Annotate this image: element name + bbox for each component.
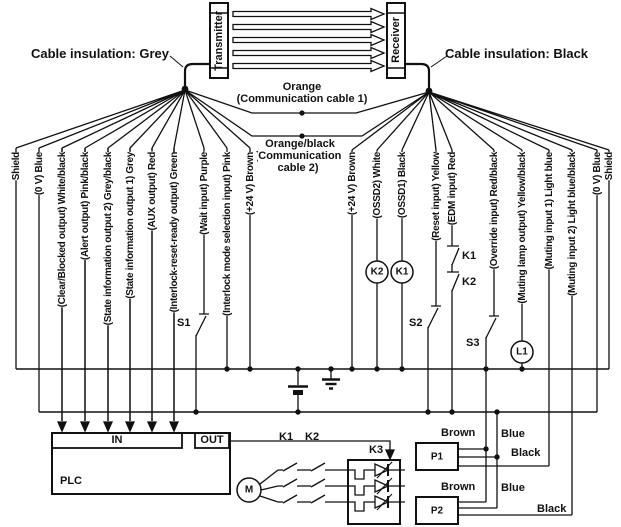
motor-label: M bbox=[244, 484, 254, 496]
edm-contact-icons bbox=[447, 245, 460, 292]
k1-coil-circle bbox=[390, 260, 414, 284]
comm2-junction-dot bbox=[299, 133, 305, 139]
s2-switch-icon bbox=[427, 305, 441, 329]
s1-switch-label: S1 bbox=[177, 317, 191, 329]
cable-grey-label: Cable insulation: Grey bbox=[31, 46, 169, 61]
wire-label-interlock-mode-selection-input: (Interlock mode selection input) Pink bbox=[220, 152, 234, 316]
grey-label-pointer bbox=[169, 55, 184, 68]
comm-cable-2-label-line1: Orange/black bbox=[265, 138, 335, 150]
plc-in-label: IN bbox=[111, 434, 123, 446]
k2-power-contact-label: K2 bbox=[305, 431, 320, 443]
plc-input-arrows bbox=[56, 148, 180, 433]
p2-sensor-label: P2 bbox=[430, 505, 444, 516]
junction-dots bbox=[193, 366, 525, 460]
wire-label-state-info-output-1: (State information output 1) Grey bbox=[123, 152, 137, 299]
plc-box bbox=[51, 432, 231, 495]
wire-label-override-input: (Override input) Red/black bbox=[487, 152, 501, 270]
wire-label-shield-left: Shield bbox=[9, 152, 23, 181]
wire-label-0v-blue-left: (0 V) Blue bbox=[32, 152, 46, 196]
k1-power-contact-label: K1 bbox=[279, 431, 294, 443]
p1-blue-label: Blue bbox=[501, 428, 525, 440]
transmitter-box bbox=[209, 2, 229, 79]
p1-black-label: Black bbox=[511, 447, 541, 459]
k2-coil-circle bbox=[365, 260, 389, 284]
l1-lamp-label: L1 bbox=[516, 346, 528, 358]
wire-label-24v-brown-left: (+24 V) Brown bbox=[243, 152, 257, 216]
p1-brown-label: Brown bbox=[441, 427, 476, 439]
p2-brown-label: Brown bbox=[441, 481, 476, 493]
wire-label-edm-input: (EDM input) Red bbox=[445, 152, 459, 226]
power-supply-icon bbox=[288, 369, 308, 412]
plc-out-label: OUT bbox=[200, 434, 224, 446]
sensor-lead-wires bbox=[458, 412, 572, 516]
p1-sensor-label: P1 bbox=[430, 451, 444, 462]
wire-label-ossd1: (OSSD1) Black bbox=[395, 152, 409, 219]
wire-label-muting-input-1: (Muting input 1) Light blue bbox=[542, 152, 556, 270]
comm-cable-2-label-line2: (Communication bbox=[254, 150, 342, 162]
edm-k2-contact-label: K2 bbox=[462, 276, 477, 288]
black-cable bbox=[405, 62, 431, 90]
grey-cable bbox=[183, 62, 210, 88]
earth-ground-icon bbox=[322, 369, 340, 390]
p2-blue-label: Blue bbox=[501, 482, 525, 494]
s3-switch-icon bbox=[485, 315, 499, 339]
edm-k1-contact-label: K1 bbox=[462, 250, 477, 262]
s2-switch-label: S2 bbox=[409, 317, 423, 329]
wire-label-state-info-output-2: (State information output 2) Grey/black bbox=[101, 152, 115, 326]
wire-label-reset-input: (Reset input) Yellow bbox=[429, 152, 443, 241]
wire-label-muting-input-2: (Muting input 2) Light blue/black bbox=[565, 152, 579, 296]
k3-suppressor-box bbox=[347, 459, 405, 525]
comm1-junction-dot bbox=[299, 110, 305, 116]
wire-label-ossd2: (OSSD2) White bbox=[370, 152, 384, 219]
l1-lamp-circle bbox=[510, 340, 534, 364]
comm-cable-1-label-line1: Orange bbox=[282, 81, 322, 93]
p2-sensor-box bbox=[415, 496, 459, 525]
receiver-box bbox=[386, 2, 406, 79]
wire-label-wait-input: (Wait input) Purple bbox=[197, 152, 211, 235]
transmitter-label: Transmitter bbox=[213, 11, 225, 71]
wire-label-aux-output: (AUX output) Red bbox=[145, 152, 159, 231]
cable-black-label: Cable insulation: Black bbox=[445, 46, 589, 61]
beam-arrows-icon bbox=[232, 7, 386, 73]
motor-contact-wires bbox=[259, 462, 348, 504]
k2-coil-label: K2 bbox=[370, 266, 384, 278]
comm-cable-1-label-line2: (Communication cable 1) bbox=[236, 93, 368, 105]
wire-fan-right bbox=[351, 91, 610, 151]
wire-label-interlock-reset-ready-output: (Interlock-reset-ready output) Green bbox=[167, 152, 181, 313]
k1-coil-label: K1 bbox=[395, 266, 409, 278]
wire-label-0v-blue-right: (0 V) Blue bbox=[590, 152, 604, 196]
plc-label: PLC bbox=[60, 475, 82, 487]
wire-label-muting-lamp-output: (Muting lamp output) Yellow/black bbox=[515, 152, 529, 304]
receiver-label: Receiver bbox=[390, 17, 402, 63]
p2-black-label: Black bbox=[537, 503, 567, 515]
wire-label-clear-blocked-output: (Clear/Blocked output) White/black bbox=[55, 152, 69, 308]
wire-label-24v-brown-right: (+24 V) Brown bbox=[345, 152, 359, 216]
comm-cable-2-label-line3: cable 2) bbox=[277, 162, 319, 174]
wire-label-shield-right: Shield bbox=[602, 152, 616, 181]
wire-label-alert-output: (Alert output) Pink/black bbox=[78, 152, 92, 261]
k3-label: K3 bbox=[369, 444, 384, 456]
wire-fan-left bbox=[15, 89, 251, 149]
comm-cable-2-wire bbox=[184, 89, 430, 137]
black-label-pointer bbox=[430, 55, 448, 68]
plc-out-wire bbox=[229, 440, 396, 461]
s1-switch-icon bbox=[195, 313, 209, 337]
s3-switch-label: S3 bbox=[466, 337, 480, 349]
